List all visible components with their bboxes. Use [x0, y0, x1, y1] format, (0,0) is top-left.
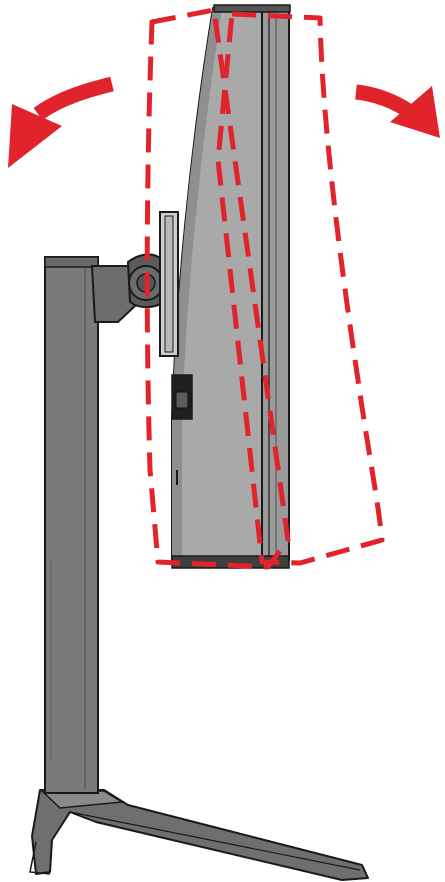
tilt-forward-arrow-icon [355, 84, 440, 138]
stand-hinge [90, 253, 168, 323]
monitor-body [159, 4, 291, 569]
stand-base [29, 789, 369, 881]
stand-upright [44, 256, 99, 794]
tilt-back-arrow-icon [8, 76, 114, 168]
tilt-forward-outline [215, 11, 385, 566]
tilt-back-outline [144, 7, 291, 570]
